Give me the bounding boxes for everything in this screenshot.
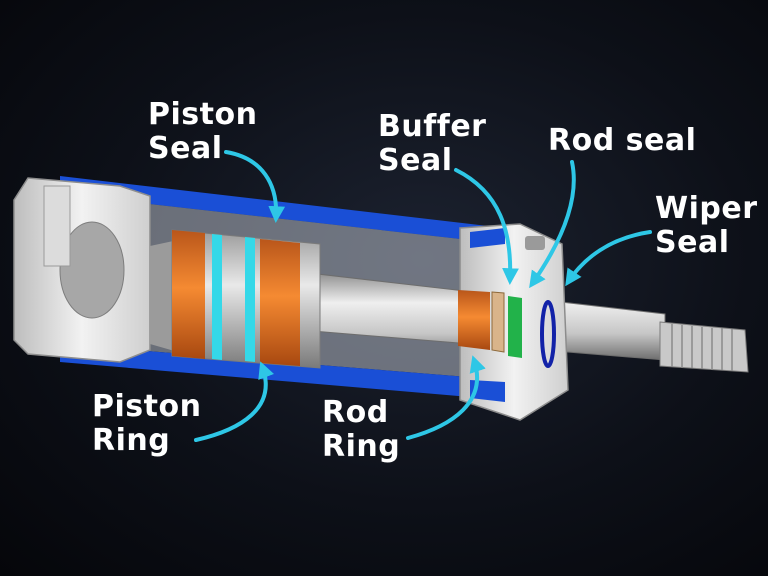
piston-ring-arrow xyxy=(194,361,275,442)
piston-nut xyxy=(150,240,178,352)
rod-ring-arrow xyxy=(406,355,486,440)
barrel-bottom-wall xyxy=(60,344,505,400)
buffer-seal-arrow xyxy=(454,168,519,286)
rod-ring-band xyxy=(458,290,490,350)
rod-thread xyxy=(659,321,749,373)
piston-guide-ring-right xyxy=(260,239,300,366)
label-wiper-seal: Wiper Seal xyxy=(655,191,758,260)
piston-seal-band-2 xyxy=(245,237,255,362)
front-gland xyxy=(458,223,569,421)
gland-blue-top xyxy=(470,228,505,248)
piston-seal-arrow xyxy=(224,150,286,224)
rear-port-channel xyxy=(43,185,71,267)
gland-bolt xyxy=(525,236,545,250)
rear-port xyxy=(59,221,125,319)
rear-end-cap xyxy=(13,177,151,363)
wiper-seal-band xyxy=(540,300,556,368)
rod-seal-arrow xyxy=(529,160,576,289)
buffer-seal-band xyxy=(491,291,505,353)
label-buffer-seal: Buffer Seal xyxy=(378,109,487,178)
rod-seal-band xyxy=(508,296,522,358)
label-rod-ring: Rod Ring xyxy=(322,395,401,464)
piston-seal-band-1 xyxy=(212,234,222,360)
label-rod-seal: Rod seal xyxy=(548,123,697,158)
thread-lines xyxy=(671,324,733,371)
wiper-seal-arrow xyxy=(565,230,652,287)
gland-blue-bottom xyxy=(470,380,505,402)
label-piston-seal: Piston Seal xyxy=(148,97,258,166)
piston-body xyxy=(150,229,321,369)
piston-guide-ring-left xyxy=(172,230,205,359)
label-piston-ring: Piston Ring xyxy=(92,389,202,458)
